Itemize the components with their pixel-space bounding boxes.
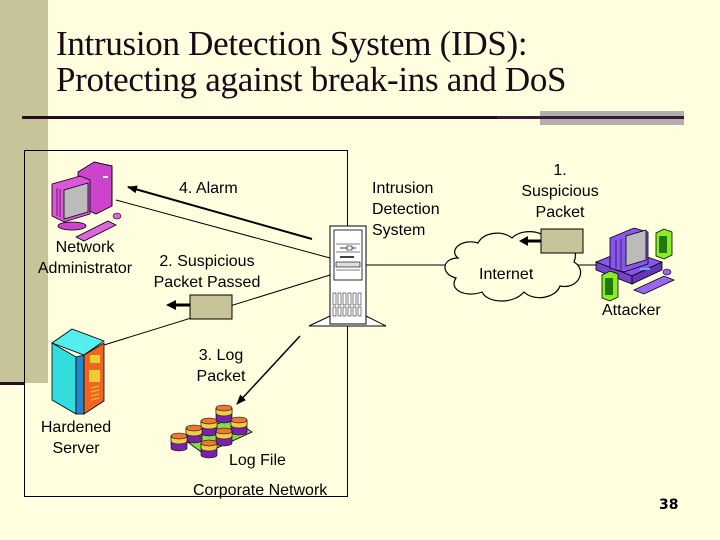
- ids-label: Intrusion Detection System: [372, 178, 440, 241]
- database-cylinder: [185, 424, 203, 444]
- database-cylinder: [215, 427, 233, 447]
- log-packet-arrow: [236, 335, 301, 405]
- title-line-1: Intrusion Detection System (IDS):: [56, 24, 528, 63]
- ids-label-line2: Detection: [372, 201, 440, 218]
- log-file-label: Log File: [229, 452, 286, 469]
- rack-server-icon: [51, 328, 105, 415]
- admin-label-line2: Administrator: [37, 260, 133, 277]
- title-rule: [22, 116, 497, 119]
- admin-label-line1: Network: [55, 239, 115, 256]
- title-rule-right: [497, 116, 684, 119]
- server-label-line1: Hardened: [40, 419, 112, 436]
- step1-label: 1. Suspicious Packet: [510, 160, 610, 223]
- workstation-with-speakers-icon: [594, 227, 676, 302]
- link-admin-ids: [115, 199, 331, 259]
- database-cylinder: [200, 439, 218, 459]
- step4-alarm-label: 4. Alarm: [179, 180, 238, 197]
- step1-label-line3: Packet: [535, 204, 585, 221]
- corporate-network-label: Corporate Network: [193, 482, 328, 499]
- database-cylinder: [230, 416, 248, 436]
- desktop-computer-icon: [51, 161, 122, 242]
- step3-label: 3. Log Packet: [178, 345, 264, 387]
- step3-label-line1: 3. Log: [198, 347, 244, 364]
- step2-label-line1: 2. Suspicious: [159, 253, 255, 270]
- attacker-label: Attacker: [602, 302, 661, 319]
- hardened-server-label: Hardened Server: [30, 417, 122, 459]
- step2-label: 2. Suspicious Packet Passed: [144, 251, 270, 293]
- title-line-2: Protecting against break-ins and DoS: [56, 60, 567, 99]
- suspicious-packet-2: [166, 294, 233, 320]
- ids-label-line1: Intrusion: [372, 180, 434, 197]
- step2-label-line2: Packet Passed: [153, 274, 261, 291]
- internet-label: Internet: [479, 266, 534, 283]
- database-cylinder: [215, 404, 233, 424]
- ids-label-line3: System: [372, 222, 426, 239]
- step1-label-line2: Suspicious: [521, 183, 599, 200]
- sidebar-bottom-rule: [0, 382, 24, 385]
- server-label-line2: Server: [52, 440, 100, 457]
- step3-label-line2: Packet: [196, 368, 246, 385]
- tower-server-icon: [308, 225, 387, 327]
- page-number: 38: [659, 497, 679, 513]
- slide-title: Intrusion Detection System (IDS): Protec…: [56, 24, 567, 99]
- database-cluster-icon: [170, 404, 253, 459]
- network-administrator-label: Network Administrator: [32, 237, 138, 279]
- step1-label-line1: 1.: [553, 162, 567, 179]
- database-cylinder: [170, 432, 188, 452]
- database-cylinder: [200, 417, 218, 437]
- alarm-arrow: [127, 185, 313, 240]
- suspicious-packet-1: [519, 228, 584, 254]
